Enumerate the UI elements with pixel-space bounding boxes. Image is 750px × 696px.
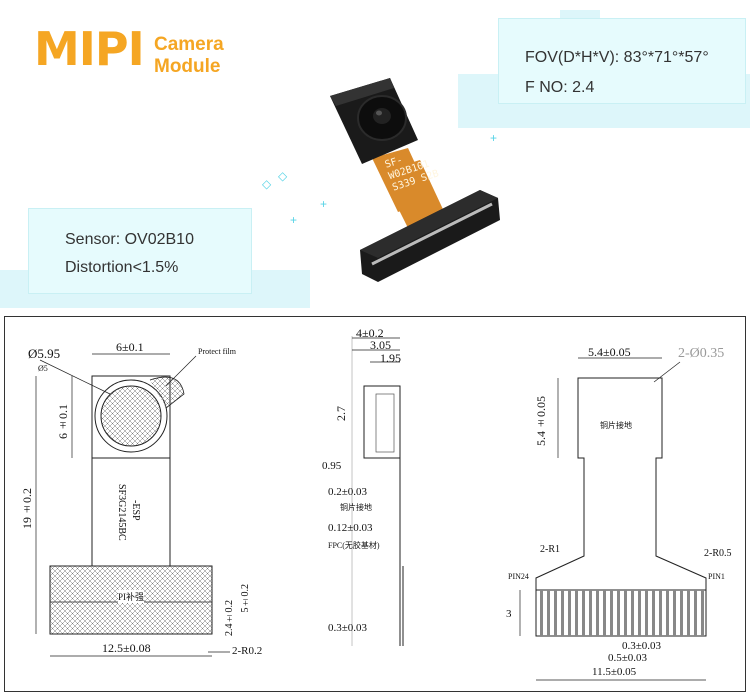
connector-pins (371, 202, 493, 266)
fno-spec: F NO: 2.4 (525, 79, 595, 96)
front-part-suffix: -ESP (130, 500, 141, 521)
connector-pin (582, 590, 585, 636)
side-dim-305: 3.05 (370, 338, 391, 352)
connector-pin (554, 590, 557, 636)
connector-pin (673, 590, 676, 636)
brand-subtitle: Camera Module (154, 34, 224, 78)
back-span: 11.5±0.05 (592, 666, 637, 678)
front-stiffener-label: PI补强 (118, 590, 145, 603)
subtitle-line-1: Camera (154, 34, 224, 55)
back-connector-area (535, 589, 707, 637)
connector-pin (701, 590, 704, 636)
back-pad-width: 5.4±0.05 (588, 345, 631, 359)
front-stiffener-h1: 2.4±0.2 (224, 600, 235, 636)
fpc-ribbon (380, 160, 448, 232)
back-copper-ground: 铜片接地 (600, 421, 632, 430)
front-stiffener-h2: 5±0.2 (240, 584, 251, 613)
connector-pin (624, 590, 627, 636)
connector-pin (568, 590, 571, 636)
connector-pin (631, 590, 634, 636)
protect-film-tab (149, 376, 185, 409)
side-dim-03: 0.3±0.03 (328, 622, 368, 634)
connector-pin (589, 590, 592, 636)
side-fpc-note: FPC(无胶基材) (328, 541, 380, 550)
front-dia-outer: Ø5.95 (28, 346, 61, 361)
lens-circle-outer (94, 379, 168, 453)
connector-pin (638, 590, 641, 636)
sparkle-icon: + (320, 197, 328, 211)
front-bottom-width: 12.5±0.08 (102, 641, 151, 655)
spec-panel-right: FOV(D*H*V): 83°*71°*57° F NO: 2.4 (498, 18, 746, 104)
connector-pin (617, 590, 620, 636)
back-holes: 2-Ø0.35 (678, 346, 725, 361)
connector-pin (680, 590, 683, 636)
connector-pin (540, 590, 543, 636)
lens-block-outline (91, 375, 171, 459)
side-lens-barrel (375, 393, 395, 453)
back-view-drawing (519, 357, 707, 681)
side-lens-housing (363, 385, 401, 459)
connector-pin (645, 590, 648, 636)
lens-aperture (373, 108, 391, 124)
connector-pin (547, 590, 550, 636)
leader-holes (653, 361, 681, 383)
back-dim-3: 3 (506, 608, 512, 620)
back-pad-height: 5.4±0.05 (534, 396, 548, 446)
back-r1: 2-R1 (540, 544, 560, 555)
side-dim-012: 0.12±0.03 (328, 522, 373, 534)
front-view-drawing (35, 353, 230, 657)
side-dim-02: 0.2±0.03 (328, 486, 368, 498)
back-pin1: PIN1 (708, 572, 725, 581)
camera-module-photo (330, 78, 500, 282)
front-lens-height: 6±0.1 (56, 404, 70, 439)
side-view-drawing (351, 336, 404, 646)
sparkle-icon: ◇ (278, 169, 288, 183)
back-pitch-03: 0.3±0.03 (622, 640, 662, 652)
connector-pins (540, 590, 704, 636)
housing-top (330, 78, 394, 106)
back-outline (535, 377, 707, 591)
sensor-spec: Sensor: OV02B10 (65, 231, 194, 248)
side-copper-ground: 铜片接地 (340, 503, 372, 512)
subtitle-line-2: Module (154, 56, 221, 77)
leader-dia (39, 359, 111, 395)
sparkle-icon: + (490, 131, 498, 145)
front-part-number: SF3G2145BC (116, 484, 127, 541)
front-dia-inner: Ø5 (38, 364, 48, 373)
side-dim-095: 0.95 (322, 460, 342, 472)
lens-reflection (376, 110, 382, 116)
connector-pin (687, 590, 690, 636)
leader-protect-film (165, 355, 197, 387)
connector-pin (596, 590, 599, 636)
front-top-width: 6±0.1 (116, 340, 144, 354)
front-total-height: 19±0.2 (20, 488, 34, 529)
spec-panel-left: Sensor: OV02B10 Distortion<1.5% (28, 208, 252, 294)
front-protect-film: Protect film (198, 347, 236, 356)
distortion-spec: Distortion<1.5% (65, 259, 179, 276)
back-pitch-05: 0.5±0.03 (608, 652, 648, 664)
back-pin24: PIN24 (508, 572, 529, 581)
stiffener-top (360, 190, 498, 258)
connector-pin (603, 590, 606, 636)
fov-spec: FOV(D*H*V): 83°*71°*57° (525, 49, 709, 66)
sparkle-icon: + (290, 213, 298, 227)
connector-pin (694, 590, 697, 636)
back-r05: 2-R0.5 (704, 548, 732, 559)
side-dim-4: 4±0.2 (356, 326, 384, 340)
connector-pin (659, 590, 662, 636)
connector-pin (561, 590, 564, 636)
side-dim-195: 1.95 (380, 351, 401, 365)
connector-pin (575, 590, 578, 636)
lens-circle-inner (100, 385, 162, 447)
connector-pin (610, 590, 613, 636)
side-dim-27: 2.7 (334, 406, 348, 421)
stiffener-area (49, 565, 213, 635)
front-corner-radius: 2-R0.2 (232, 645, 263, 657)
connector-pin (652, 590, 655, 636)
technical-drawing-frame (4, 316, 746, 692)
sparkle-icon: ◇ (262, 177, 272, 191)
brand-title: MIPI (34, 22, 145, 76)
connector-pin (666, 590, 669, 636)
